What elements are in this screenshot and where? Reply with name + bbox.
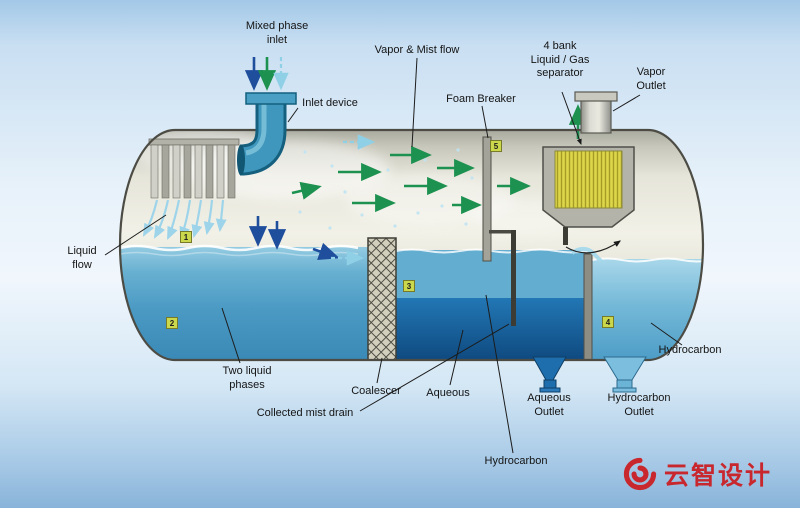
- label-aqueous-outlet: Aqueous Outlet: [527, 392, 571, 418]
- weir-overflow: [570, 246, 603, 263]
- mixed-phase-inlet-arrows: [244, 57, 289, 91]
- badge-5: 5: [490, 140, 502, 152]
- label-hydrocarbon-right: Hydrocarbon: [658, 344, 722, 356]
- label-four-bank-separator: 4 bank Liquid / Gas separator: [530, 40, 590, 79]
- four-bank-separator: [542, 146, 635, 254]
- watermark: 云智设计: [623, 456, 772, 492]
- vapor-outlet-pipe: [574, 91, 618, 134]
- label-collected-mist-drain: Collected mist drain: [256, 407, 354, 419]
- foam-breaker-plate: [482, 136, 492, 262]
- label-mixed-phase-inlet: Mixed phase inlet: [245, 20, 309, 46]
- label-hydrocarbon-outlet: Hydrocarbon Outlet: [607, 392, 671, 418]
- inlet-device-vanes: [148, 138, 240, 199]
- aqueous-layer: [396, 298, 586, 360]
- mist-flow-arrows: [331, 134, 376, 266]
- inlet-pipe: [237, 92, 297, 176]
- collected-mist-drain-pipe: [511, 230, 516, 326]
- label-aqueous: Aqueous: [426, 387, 470, 399]
- label-inlet-device: Inlet device: [302, 97, 358, 109]
- badge-4: 4: [602, 316, 614, 328]
- label-coalescer: Coalescer: [351, 385, 401, 397]
- badge-1: 1: [180, 231, 192, 243]
- aqueous-outlet-nozzle: [532, 356, 567, 393]
- liquid-flow-arrows: [248, 216, 340, 261]
- mist-drain-tray: [489, 230, 515, 234]
- label-hydrocarbon-bottom: Hydrocarbon: [484, 455, 548, 467]
- coalescer-pack: [367, 237, 397, 361]
- hydrocarbon-outlet-nozzle: [603, 356, 647, 393]
- label-vapor-outlet: Vapor Outlet: [636, 66, 666, 92]
- label-liquid-flow: Liquid flow: [67, 245, 97, 271]
- watermark-logo-icon: [623, 457, 657, 491]
- label-foam-breaker: Foam Breaker: [446, 93, 516, 105]
- vapor-flow-arrows: [291, 104, 588, 215]
- label-vapor-mist-flow: Vapor & Mist flow: [374, 44, 460, 56]
- leader-lines: [104, 57, 683, 454]
- left-liquid-phases: [120, 247, 370, 360]
- badge-3: 3: [403, 280, 415, 292]
- watermark-text: 云智设计: [663, 462, 772, 490]
- vessel-outline: [118, 128, 705, 362]
- weir-plate: [583, 253, 593, 361]
- label-two-liquid-phases: Two liquid phases: [222, 365, 272, 391]
- badge-2: 2: [166, 317, 178, 329]
